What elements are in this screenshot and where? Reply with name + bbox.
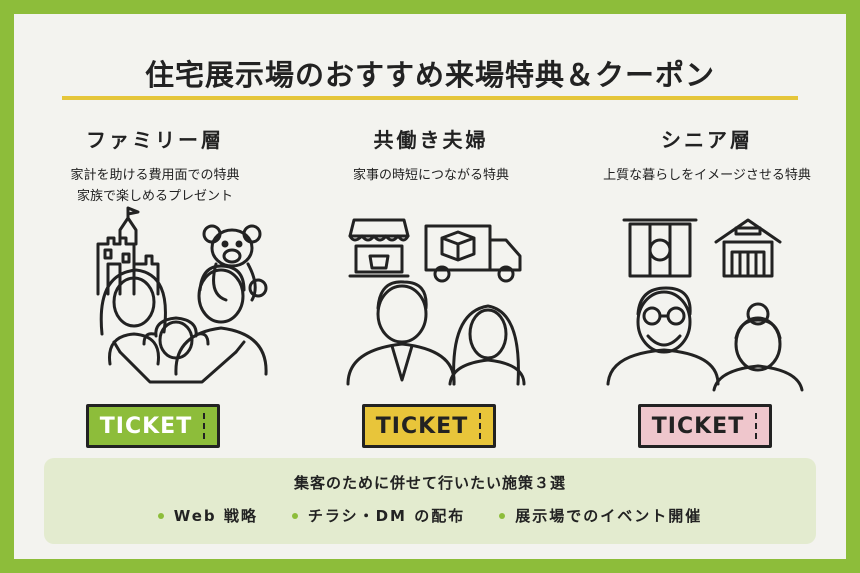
column-family: ファミリー層 家計を助ける費用面での特典 家族で楽しめるプレゼント xyxy=(16,124,294,448)
shop-icon xyxy=(348,218,410,278)
mother-icon xyxy=(99,268,167,366)
column-heading: 共働き夫婦 xyxy=(367,124,495,153)
desc-line: 家計を助ける費用面での特典 xyxy=(70,168,240,183)
ticket-yellow: TICKET xyxy=(362,404,496,448)
woman-icon xyxy=(448,304,526,386)
japanese-house-icon xyxy=(714,218,782,278)
child-icon xyxy=(112,316,246,384)
teddy-bear-icon xyxy=(202,224,268,302)
castle-icon xyxy=(96,206,160,296)
old-woman-icon xyxy=(712,302,804,392)
column-heading: シニア層 xyxy=(655,124,759,153)
column-senior: シニア層 上質な暮らしをイメージさせる特典 xyxy=(568,124,846,448)
couple-illustration xyxy=(346,218,526,386)
infographic-card: 住宅展示場のおすすめ来場特典＆クーポン ファミリー層 家計を助ける費用面での特典… xyxy=(14,14,846,559)
list-item: 展示場でのイベント開催 xyxy=(499,505,702,526)
desc-line: 家族で楽しめるプレゼント xyxy=(76,189,233,204)
title-underline xyxy=(62,96,798,100)
column-description: 上質な暮らしをイメージさせる特典 xyxy=(568,165,846,186)
measures-list: Web 戦略 チラシ・DM の配布 展示場でのイベント開催 xyxy=(44,505,816,526)
old-man-icon xyxy=(606,286,720,386)
column-description: 家計を助ける費用面での特典 家族で楽しめるプレゼント xyxy=(16,165,294,207)
ticket-green: TICKET xyxy=(86,404,220,448)
measures-panel: 集客のために併せて行いたい施策３選 Web 戦略 チラシ・DM の配布 展示場で… xyxy=(44,458,816,544)
column-heading: ファミリー層 xyxy=(80,124,230,153)
column-couple: 共働き夫婦 家事の時短につながる特典 xyxy=(292,124,570,448)
father-icon xyxy=(174,264,268,376)
list-item: Web 戦略 xyxy=(157,505,258,526)
desc-line: 家事の時短につながる特典 xyxy=(352,168,509,183)
man-icon xyxy=(346,280,456,386)
senior-illustration xyxy=(606,218,804,392)
measures-title: 集客のために併せて行いたい施策３選 xyxy=(293,474,566,492)
delivery-truck-icon xyxy=(424,224,522,283)
family-illustration xyxy=(96,206,268,384)
bullet-dot-icon xyxy=(291,512,298,519)
list-item: チラシ・DM の配布 xyxy=(291,505,465,526)
bullet-dot-icon xyxy=(157,512,164,519)
page-title: 住宅展示場のおすすめ来場特典＆クーポン xyxy=(144,58,715,92)
noren-icon xyxy=(622,218,698,278)
ticket-pink: TICKET xyxy=(638,404,772,448)
bullet-dot-icon xyxy=(499,512,506,519)
column-description: 家事の時短につながる特典 xyxy=(292,165,570,186)
desc-line: 上質な暮らしをイメージさせる特典 xyxy=(603,168,811,183)
